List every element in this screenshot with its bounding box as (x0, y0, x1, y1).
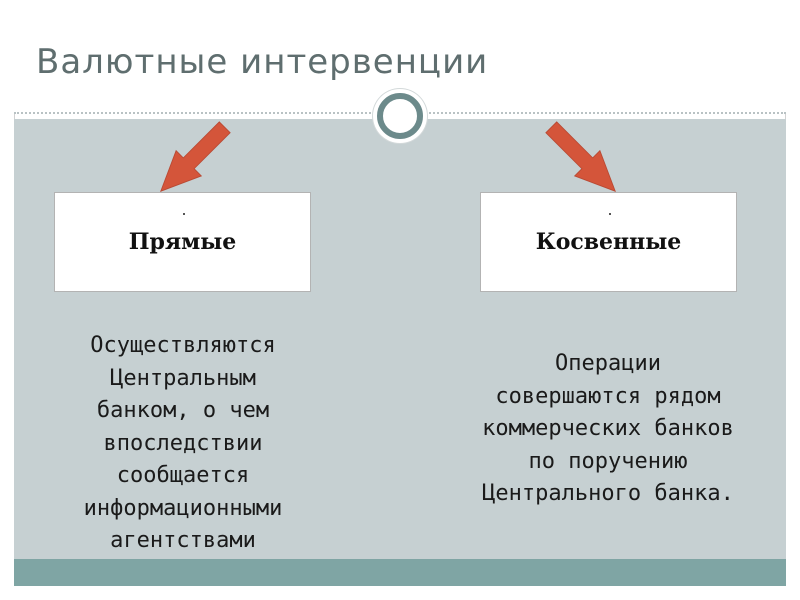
arrow-down-left-icon (150, 112, 240, 202)
arrow-down-right-icon (536, 112, 626, 202)
category-box-direct: Прямые (54, 192, 311, 292)
category-box-indirect: Косвенные (480, 192, 737, 292)
category-label-indirect: Косвенные (535, 229, 682, 255)
footer-bar (14, 559, 786, 586)
category-label-direct: Прямые (128, 229, 237, 255)
description-direct: Осуществляются Центральным банком, о чем… (83, 333, 283, 553)
box-dot-marker (182, 213, 185, 215)
slide-title: Валютные интервенции (36, 42, 489, 82)
box-dot-marker (608, 213, 611, 215)
description-indirect: Операции совершаются рядом коммерческих … (482, 351, 734, 506)
circle-ornament-icon (377, 93, 423, 139)
